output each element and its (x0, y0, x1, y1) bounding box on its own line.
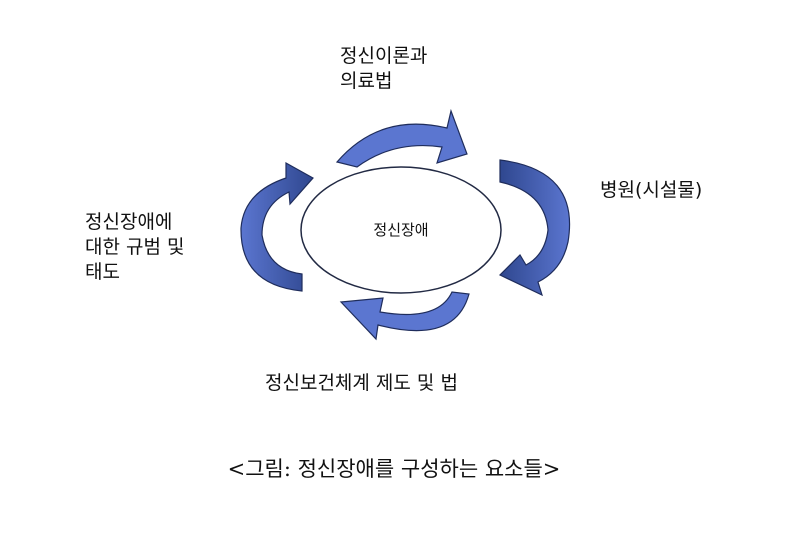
center-label: 정신장애 (373, 221, 428, 239)
top-curved-arrow (335, 108, 468, 168)
label-theory-and-medical-law: 정신이론과 의료법 (340, 45, 428, 92)
bottom-curved-arrow (339, 291, 470, 341)
label-norms-and-attitudes: 정신장애에 대한 규범 및 태도 (85, 211, 185, 283)
label-hospital-facilities: 병원(시설물) (600, 179, 703, 201)
center-ellipse (300, 166, 502, 294)
figure-caption: <그림: 정신장애를 구성하는 요소들> (227, 457, 561, 481)
label-mental-health-system: 정신보건체계 제도 및 법 (265, 372, 458, 394)
left-curved-arrow (240, 161, 314, 292)
right-curved-arrow (498, 159, 571, 297)
